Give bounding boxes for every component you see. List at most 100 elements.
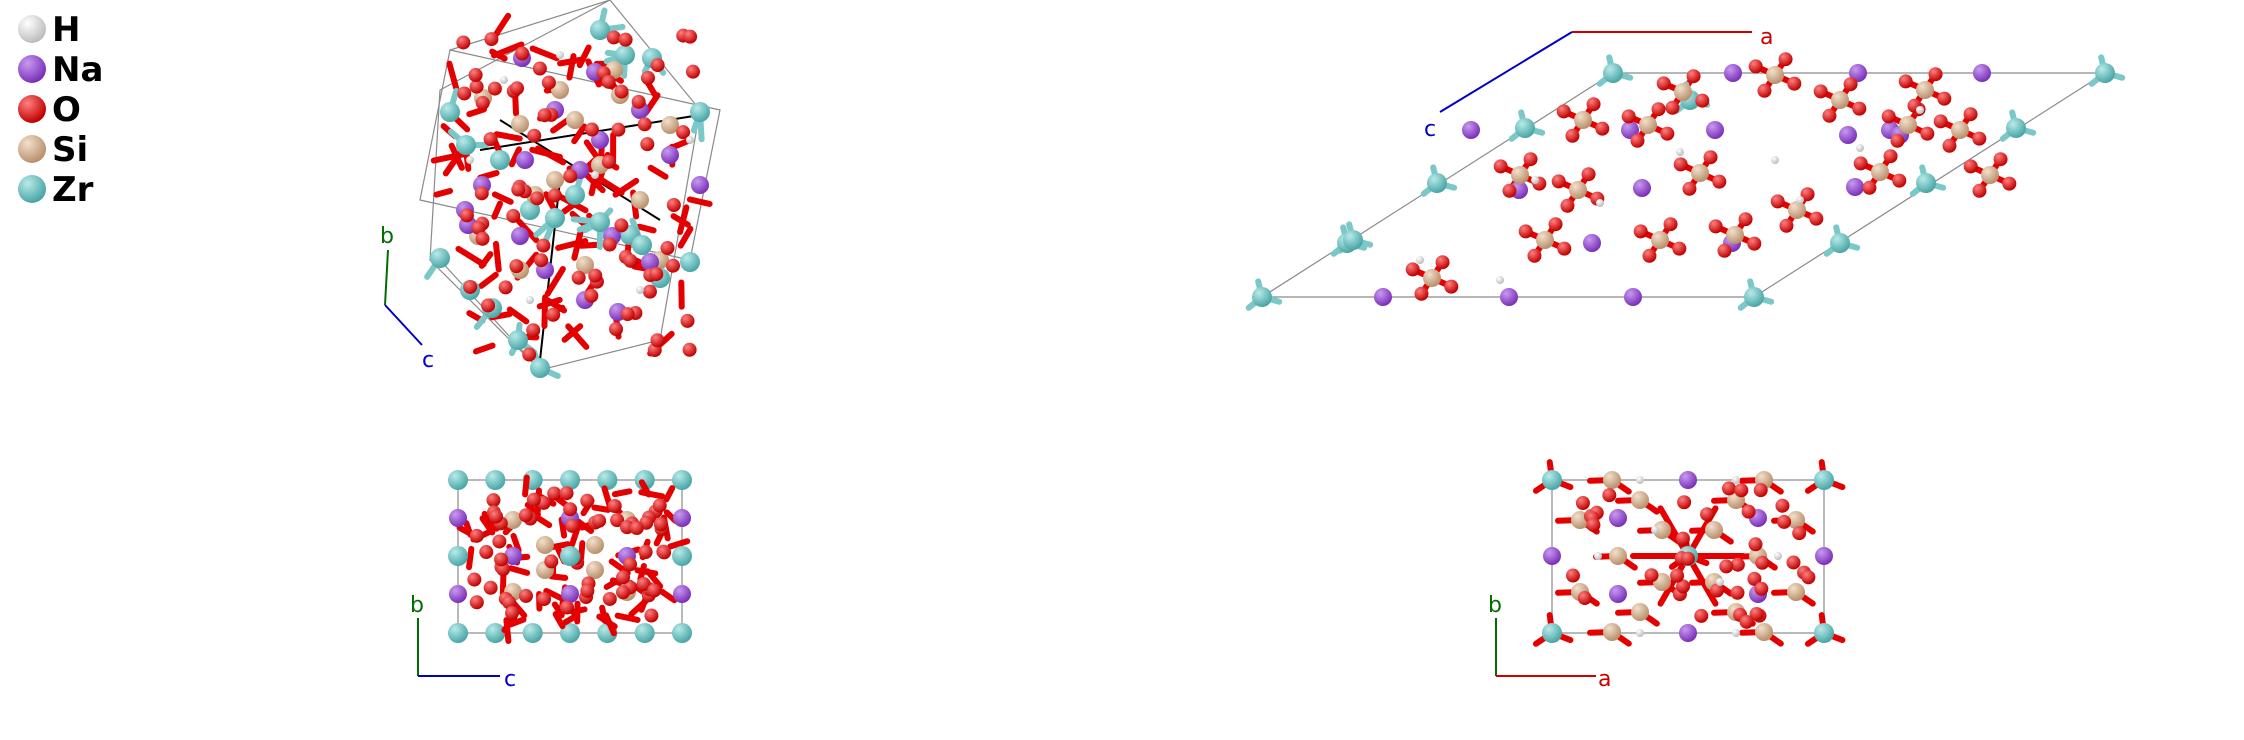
zirconium-atom <box>456 135 476 155</box>
silicon-atom <box>1899 116 1917 134</box>
oxygen-atom <box>1809 211 1824 226</box>
oxygen-atom <box>657 545 672 560</box>
bond <box>472 342 496 355</box>
zirconium-atom <box>490 150 510 170</box>
silicon-atom-icon <box>18 135 46 163</box>
oxygen-atom <box>1577 591 1592 606</box>
zirconium-atom <box>430 248 450 268</box>
oxygen-atom <box>1644 568 1659 583</box>
oxygen-atom <box>640 137 655 152</box>
oxygen-atom <box>1730 557 1745 572</box>
zirconium-atom <box>448 546 468 566</box>
silicon-atom <box>1916 81 1934 99</box>
zirconium-atom <box>632 235 652 255</box>
silicon-atom <box>661 116 679 134</box>
silicon-atom <box>1981 166 1999 184</box>
bond <box>543 191 558 214</box>
silicon-atom <box>1651 231 1669 249</box>
oxygen-atom <box>631 94 646 109</box>
sodium-atom <box>1583 234 1601 252</box>
atom-cluster <box>1532 459 1846 647</box>
sodium-atom <box>516 151 534 169</box>
oxygen-atom <box>1523 152 1538 167</box>
oxygen-atom <box>1556 104 1571 119</box>
sodium-atom <box>1374 288 1392 306</box>
bond <box>499 571 507 597</box>
oxygen-atom <box>506 208 521 223</box>
oxygen-atom <box>1883 149 1898 164</box>
oxygen-atom <box>602 591 617 606</box>
oxygen-atom <box>532 61 547 76</box>
oxygen-atom <box>683 29 698 44</box>
bond <box>591 504 612 513</box>
oxygen-atom <box>665 258 680 273</box>
bond <box>507 565 531 576</box>
oxygen-atom <box>650 333 665 348</box>
silicon-atom <box>566 111 584 129</box>
hydrogen-atom <box>556 51 564 59</box>
oxygen-atom <box>530 191 545 206</box>
axis-indicator: b a <box>1488 593 1611 692</box>
c-axis-line <box>1439 31 1573 113</box>
hydrogen-atom <box>1774 552 1782 560</box>
oxygen-atom <box>1719 559 1734 574</box>
oxygen-atom <box>1779 218 1794 233</box>
oxygen-atom <box>1672 241 1687 256</box>
oxygen-atom <box>1565 568 1580 583</box>
oxygen-atom <box>1633 224 1648 239</box>
oxygen-atom <box>1621 109 1636 124</box>
oxygen-atom <box>1675 531 1690 546</box>
oxygen-atom <box>650 58 665 73</box>
oxygen-atom <box>484 32 499 47</box>
c-axis-line <box>384 304 423 346</box>
oxygen-atom <box>547 486 562 501</box>
oxygen-atom <box>602 237 617 252</box>
oxygen-atom <box>560 600 575 615</box>
oxygen-atom <box>474 186 489 201</box>
bond <box>466 545 475 571</box>
oxygen-atom <box>456 35 471 50</box>
oxygen-atom <box>1651 102 1666 117</box>
hydrogen-atom <box>1732 476 1740 484</box>
bond <box>612 177 640 198</box>
zirconium-atom <box>590 20 610 40</box>
oxygen-atom <box>616 585 631 600</box>
oxygen-atom <box>1700 507 1715 522</box>
oxygen-atom <box>1712 174 1727 189</box>
oxygen-atom <box>469 528 484 543</box>
b-axis-label: b <box>410 593 424 618</box>
silicon-atom <box>1574 111 1592 129</box>
bond <box>433 188 454 198</box>
silicon-atom <box>631 191 649 209</box>
oxygen-atom <box>623 253 638 268</box>
zirconium-atom <box>560 546 580 566</box>
oxygen-atom <box>644 608 659 623</box>
silicon-atom <box>1603 471 1621 489</box>
oxygen-atom <box>1890 133 1905 148</box>
oxygen-atom <box>1560 198 1575 213</box>
oxygen-atom <box>1775 498 1790 513</box>
oxygen-atom <box>1493 159 1508 174</box>
silicon-atom <box>1787 583 1805 601</box>
bond <box>507 616 527 628</box>
oxygen-atom <box>642 284 657 299</box>
oxygen-atom <box>1686 69 1701 84</box>
legend-item-h: H <box>18 10 80 50</box>
oxygen-atom <box>541 75 556 90</box>
oxygen-atom <box>1670 568 1685 583</box>
structure-panel-perspective: b c <box>380 0 721 379</box>
oxygen-atom <box>475 231 490 246</box>
legend-label: Si <box>52 130 88 170</box>
oxygen-atom <box>606 30 621 45</box>
bond <box>455 245 487 268</box>
oxygen-atom <box>546 307 561 322</box>
oxygen-atom <box>652 498 667 513</box>
oxygen-atom <box>1602 488 1617 503</box>
zirconium-atom <box>1603 63 1623 83</box>
silicon-atom <box>1536 231 1554 249</box>
hydrogen-atom <box>526 296 534 304</box>
sodium-atom <box>504 547 522 565</box>
silicon-atom <box>1705 521 1723 539</box>
bond <box>544 266 566 297</box>
